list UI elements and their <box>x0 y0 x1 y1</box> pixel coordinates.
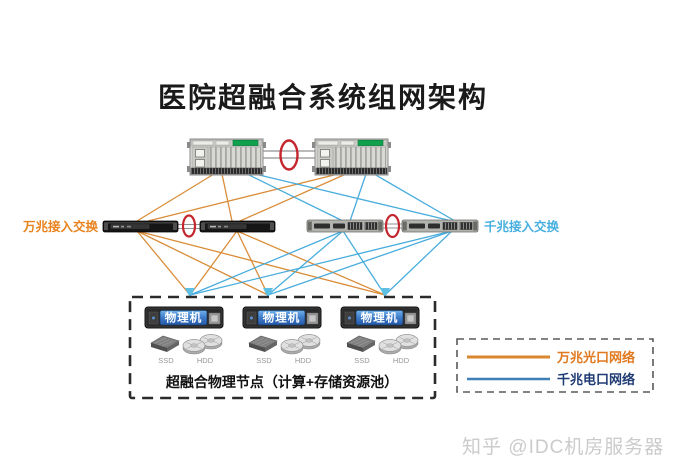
hdd-icon <box>378 334 419 355</box>
10g-stack-ring-icon <box>181 214 197 238</box>
ssd-icon <box>248 335 278 353</box>
core-stack-ring-icon <box>279 139 299 171</box>
10g-stack-links <box>177 224 201 229</box>
server-label: 物理机 <box>263 311 301 325</box>
10g-access-label: 万兆接入交换 <box>22 219 99 234</box>
node-pool-caption: 超融合物理节点（计算+存储资源池） <box>165 374 398 390</box>
core-stack-links <box>261 150 316 159</box>
10g-access-switch-1 <box>102 220 179 233</box>
downlink-arrow-icons <box>185 288 390 298</box>
hdd-icon <box>280 334 321 355</box>
watermark: 知乎 @IDC机房服务器 <box>462 436 664 458</box>
1g-network-links <box>189 173 456 296</box>
10g-access-switch-2 <box>199 220 276 233</box>
legend-box: 万兆光口网络 千兆电口网络 <box>456 338 654 393</box>
ssd-label: SSD <box>158 356 174 365</box>
hdd-label: HDD <box>295 356 312 365</box>
ssd-label: SSD <box>256 356 272 365</box>
ssd-icon <box>346 335 376 353</box>
legend-label-1g: 千兆电口网络 <box>557 372 635 387</box>
server-node-3: 物理机 <box>340 306 420 329</box>
node-pool-box <box>128 295 437 400</box>
hdd-icon <box>182 334 223 355</box>
1g-access-switch-1 <box>306 219 384 233</box>
ssd-icon <box>150 335 180 353</box>
server-node-1: 物理机 <box>144 306 224 329</box>
core-switch-right <box>311 138 392 176</box>
1g-access-switch-2 <box>401 219 479 233</box>
hdd-label: HDD <box>393 356 410 365</box>
core-switch-left <box>186 138 267 176</box>
1g-access-label: 千兆接入交换 <box>484 219 560 234</box>
hdd-label: HDD <box>197 356 214 365</box>
server-node-2: 物理机 <box>242 306 322 329</box>
server-label: 物理机 <box>361 311 399 325</box>
legend-label-10g: 万兆光口网络 <box>556 350 635 365</box>
10g-network-links <box>136 173 386 296</box>
1g-stack-ring-icon <box>384 213 401 239</box>
server-label: 物理机 <box>165 311 203 325</box>
page-title: 医院超融合系统组网架构 <box>158 81 488 113</box>
ssd-label: SSD <box>354 356 370 365</box>
